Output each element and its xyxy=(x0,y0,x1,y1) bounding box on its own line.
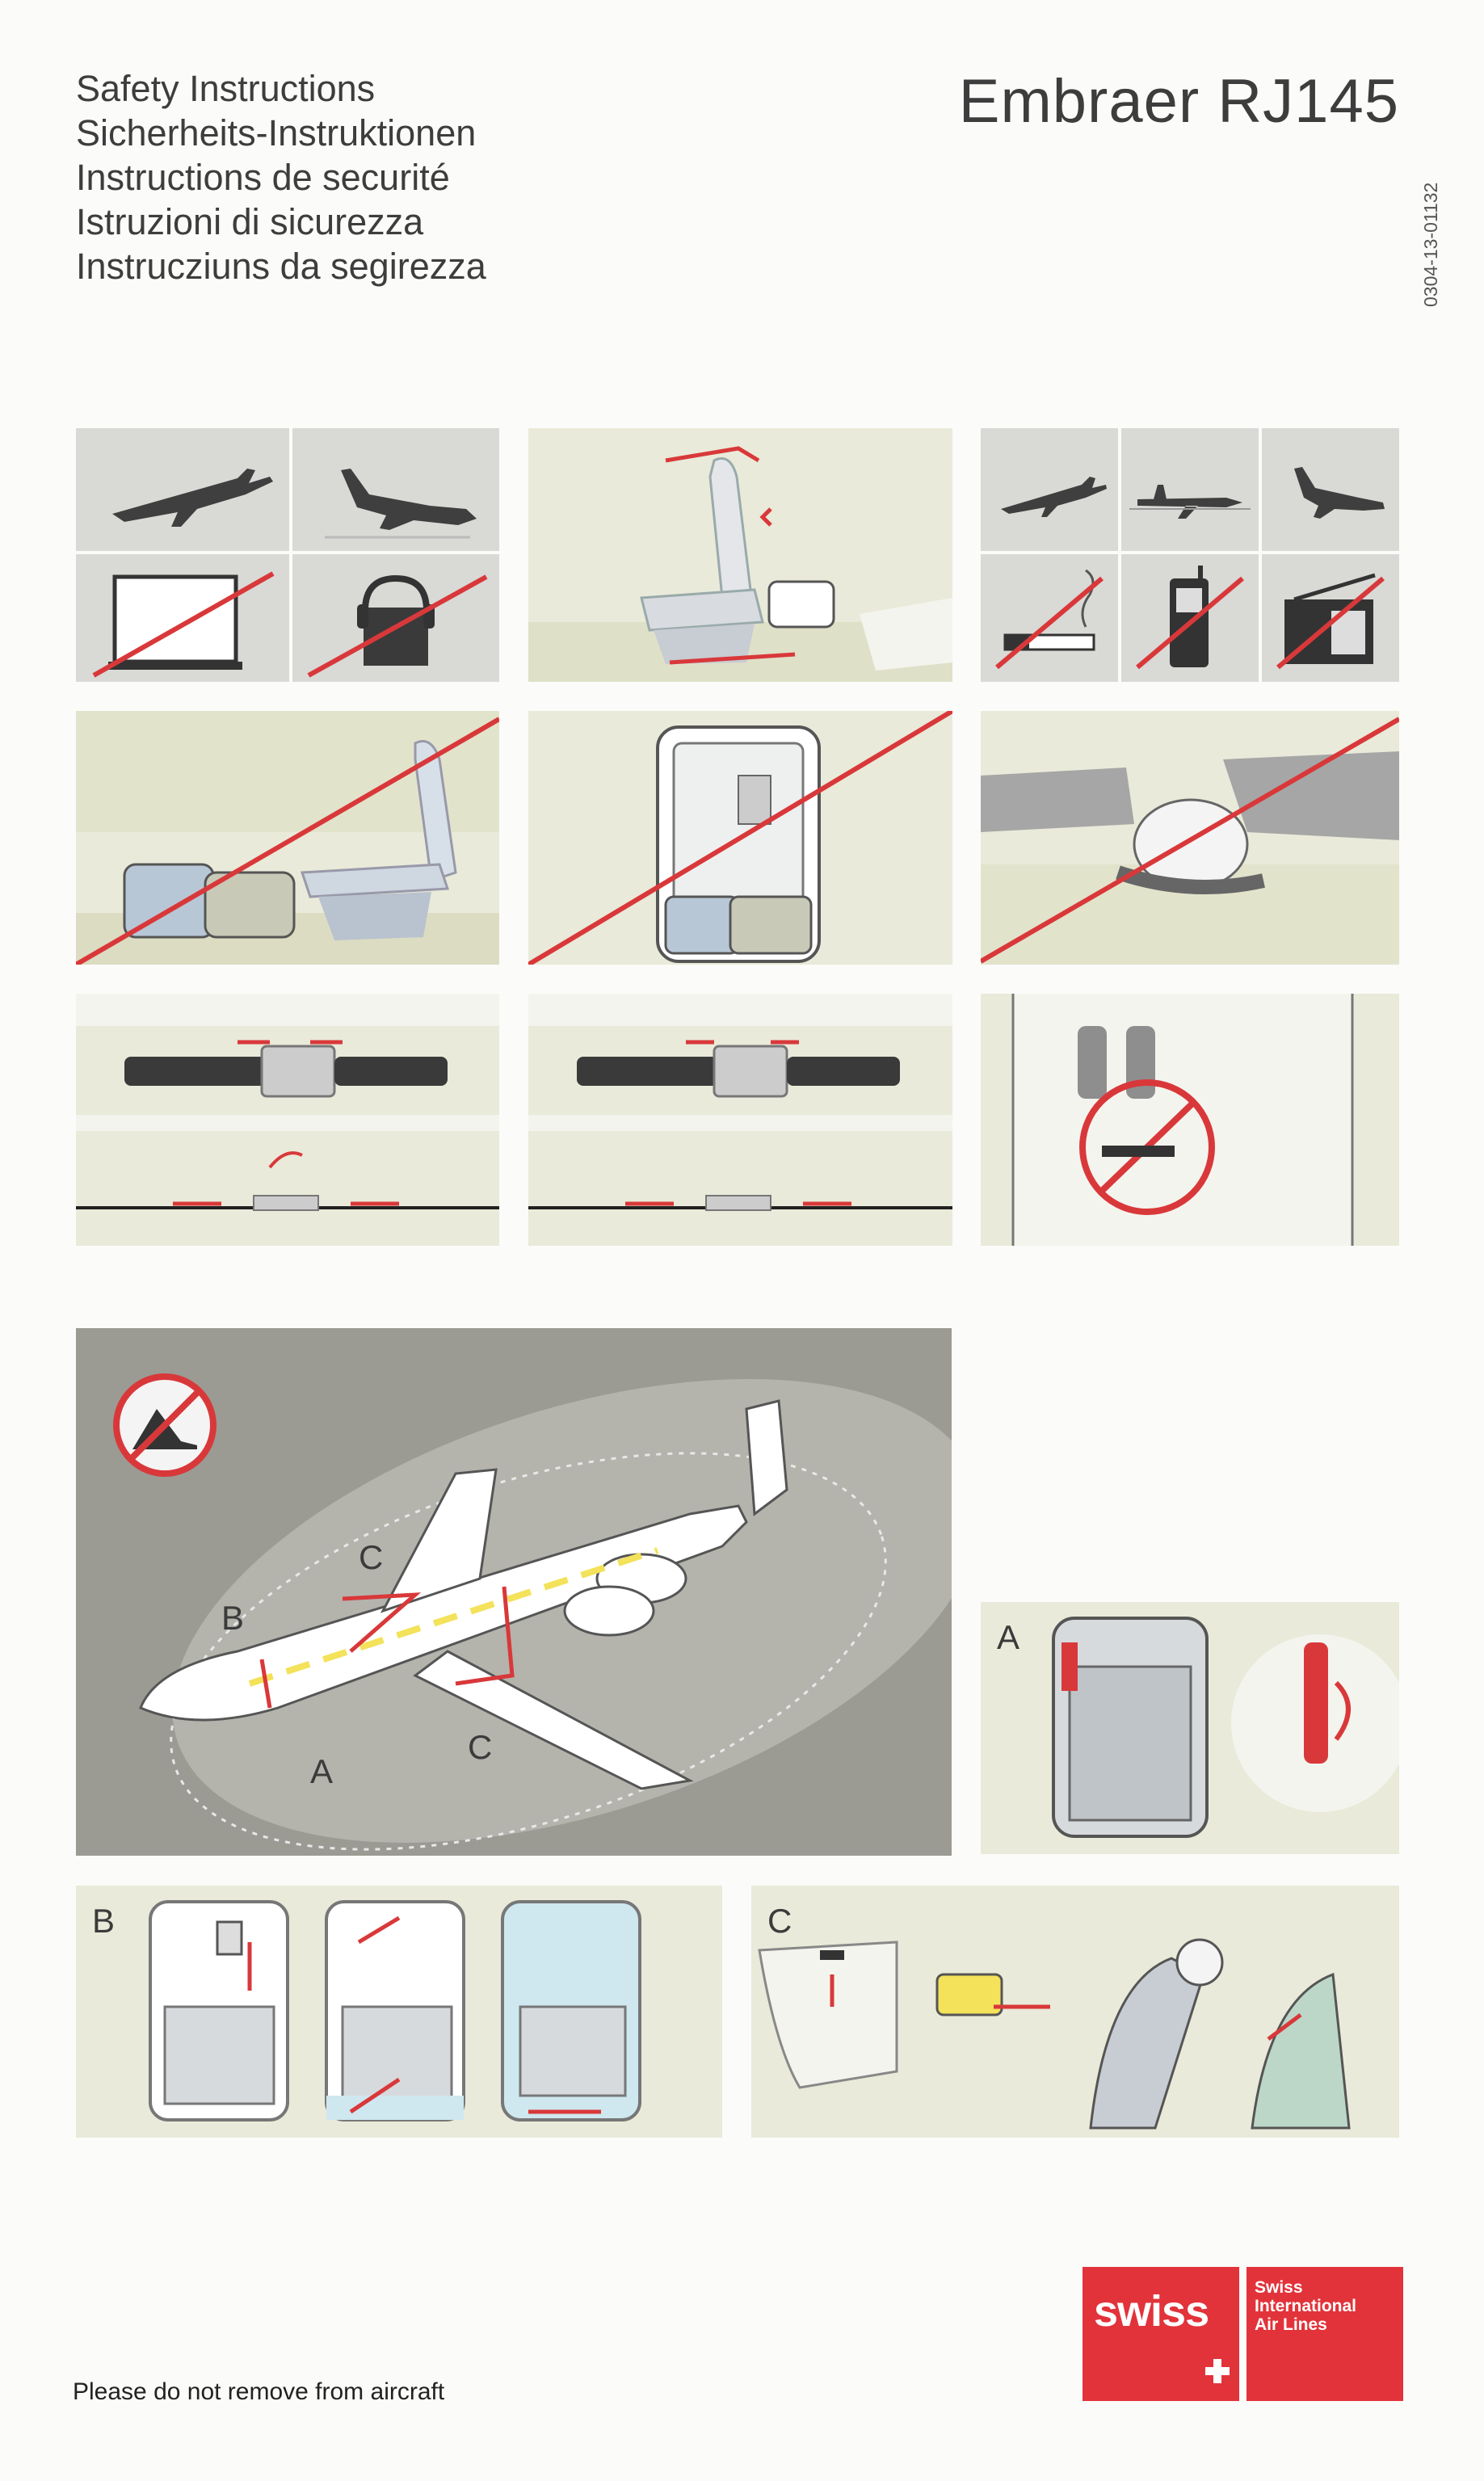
airline-name-line1: Swiss xyxy=(1255,2278,1303,2297)
plane-takeoff-icon xyxy=(112,469,273,527)
cigarette-prohibited-icon xyxy=(995,569,1104,670)
seatbelt-release-icon xyxy=(528,1026,952,1246)
overwing-exit-operation-icon xyxy=(758,1938,1351,2130)
do-not-remove-notice: Please do not remove from aircraft xyxy=(73,2378,445,2405)
exit-c-detail-panel: C xyxy=(751,1886,1399,2138)
mobile-phone-prohibited-icon xyxy=(1136,566,1244,670)
laptop-prohibited-icon xyxy=(92,571,275,678)
seat-upright-icon xyxy=(528,446,952,682)
cruise-small-pictogram xyxy=(1121,428,1259,551)
plane-landing-small-icon xyxy=(1294,467,1385,519)
main-door-operation-icon xyxy=(1052,1617,1399,1838)
airline-name-line3: Air Lines xyxy=(1255,2315,1327,2334)
exit-label-a: A xyxy=(310,1752,334,1790)
landing-small-pictogram xyxy=(1262,428,1399,551)
detail-label-c: C xyxy=(767,1902,792,1940)
title-romansh: Instrucziuns da segirezza xyxy=(76,246,486,287)
title-english: Safety Instructions xyxy=(76,68,376,109)
title-french: Instructions de securité xyxy=(76,157,450,198)
exit-a-detail-panel: A xyxy=(981,1602,1399,1854)
swiss-logo-name-box: Swiss International Air Lines xyxy=(1246,2267,1403,2401)
exit-label-c-lower: C xyxy=(468,1728,493,1766)
airline-name-line2: International xyxy=(1255,2297,1357,2315)
no-bags-exit-pictogram xyxy=(528,711,952,965)
aircraft-type: Embraer RJ145 xyxy=(958,67,1399,136)
radio-headphones-prohibited-icon xyxy=(307,574,488,678)
bag-at-exit-prohibited-icon xyxy=(528,711,952,965)
landing-pictogram xyxy=(292,428,499,551)
no-phone-pictogram xyxy=(1121,554,1259,682)
belt-release-pictogram xyxy=(528,994,952,1246)
evacuation-diagram: B A C C xyxy=(76,1328,952,1856)
service-door-operation-icon xyxy=(149,1900,641,2121)
swiss-logo-wordmark-box: swiss xyxy=(1083,2267,1239,2401)
exit-label-b: B xyxy=(221,1599,245,1637)
plane-landing-icon xyxy=(325,469,477,539)
brace-position-pictogram xyxy=(981,711,1399,965)
swiss-airline-name: Swiss International Air Lines xyxy=(1255,2278,1356,2334)
document-code: 0304-13-01132 xyxy=(1420,182,1441,307)
seatbelt-fasten-icon xyxy=(76,1026,499,1246)
no-radio-pictogram xyxy=(292,554,499,682)
bag-beside-seat-prohibited-icon xyxy=(76,711,499,965)
takeoff-small-pictogram xyxy=(981,428,1118,551)
title-italian: Istruzioni di sicurezza xyxy=(76,201,424,242)
swiss-cross-icon xyxy=(1204,2357,1231,2385)
lavatory-no-smoking-icon xyxy=(1011,994,1354,1246)
exit-b-detail-panel: B xyxy=(76,1886,722,2138)
takeoff-pictogram xyxy=(76,428,289,551)
electronic-device-prohibited-icon xyxy=(1276,573,1385,670)
no-laptop-pictogram xyxy=(76,554,289,682)
title-german: Sicherheits-Instruktionen xyxy=(76,112,477,153)
seat-upright-pictogram xyxy=(528,428,952,682)
exit-label-c-upper: C xyxy=(359,1538,384,1576)
belt-fasten-pictogram xyxy=(76,994,499,1246)
detail-label-b: B xyxy=(92,1902,116,1940)
brace-position-prohibited-icon xyxy=(981,717,1399,965)
detail-label-a: A xyxy=(997,1618,1020,1656)
swiss-logo: swiss Swiss International Air Lines xyxy=(1083,2267,1403,2401)
no-smoking-lavatory-pictogram xyxy=(981,994,1399,1246)
aircraft-evacuation-icon xyxy=(113,1373,952,1851)
plane-cruise-small-icon xyxy=(1129,485,1251,519)
no-bags-seatside-pictogram xyxy=(76,711,499,965)
swiss-wordmark: swiss xyxy=(1094,2287,1209,2336)
no-electronics-pictogram xyxy=(1262,554,1399,682)
no-smoking-small-pictogram xyxy=(981,554,1118,682)
plane-takeoff-small-icon xyxy=(1001,477,1107,517)
title-block: Safety Instructions Sicherheits-Instrukt… xyxy=(76,66,486,288)
